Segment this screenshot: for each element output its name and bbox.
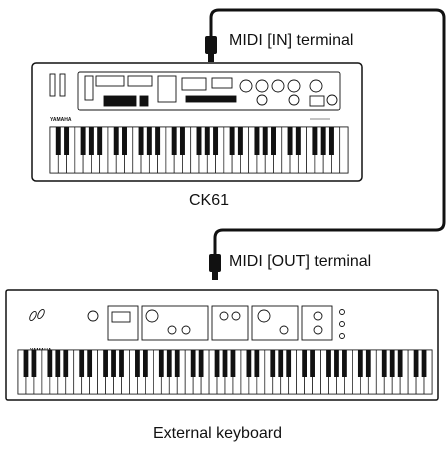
ck61-black-key — [64, 127, 69, 155]
midi-out-label: MIDI [OUT] terminal — [229, 253, 371, 271]
external-black-key — [63, 350, 68, 377]
external-black-key — [79, 350, 84, 377]
ck61-black-key — [312, 127, 317, 155]
external-black-key — [342, 350, 347, 377]
ck61-black-key — [114, 127, 119, 155]
external-black-key — [398, 350, 403, 377]
external-black-key — [366, 350, 371, 377]
external-black-key — [111, 350, 116, 377]
external-black-key — [47, 350, 52, 377]
external-black-key — [32, 350, 37, 377]
external-black-key — [199, 350, 204, 377]
ck61-black-key — [56, 127, 61, 155]
ck61-black-key — [213, 127, 218, 155]
ck61-black-key — [254, 127, 259, 155]
external-black-key — [278, 350, 283, 377]
ck61-black-key — [321, 127, 326, 155]
external-black-key — [246, 350, 251, 377]
ck61-black-key — [180, 127, 185, 155]
external-black-key — [87, 350, 92, 377]
external-black-key — [135, 350, 140, 377]
ck61-black-key — [271, 127, 276, 155]
ck61-black-key — [288, 127, 293, 155]
ck61-black-key — [139, 127, 144, 155]
external-black-key — [358, 350, 363, 377]
external-black-key — [167, 350, 172, 377]
external-black-key — [215, 350, 220, 377]
ck61-black-key — [263, 127, 268, 155]
ck61-black-key — [81, 127, 86, 155]
external-black-key — [326, 350, 331, 377]
external-black-key — [310, 350, 315, 377]
external-black-key — [270, 350, 275, 377]
external-black-key — [191, 350, 196, 377]
ck61-white-key — [340, 127, 348, 173]
external-key-bed — [18, 350, 432, 394]
external-black-key — [254, 350, 259, 377]
external-black-key — [286, 350, 291, 377]
external-black-key — [390, 350, 395, 377]
external-keyboard: YAMAHA — [6, 290, 438, 400]
ck61-black-key — [122, 127, 127, 155]
ck61-black-key — [172, 127, 177, 155]
ck61-label: CK61 — [189, 192, 229, 210]
external-black-key — [414, 350, 419, 377]
ck61-key-bed — [50, 127, 348, 173]
external-black-key — [175, 350, 180, 377]
ck61-black-key — [296, 127, 301, 155]
external-black-key — [302, 350, 307, 377]
external-keyboard-label: External keyboard — [153, 425, 282, 443]
midi-in-label: MIDI [IN] terminal — [229, 32, 353, 50]
external-black-key — [119, 350, 124, 377]
external-black-key — [143, 350, 148, 377]
ck61-black-key — [230, 127, 235, 155]
ck61-black-key — [155, 127, 160, 155]
ck61-brand: YAMAHA — [50, 117, 72, 123]
external-black-key — [223, 350, 228, 377]
ck61-black-key — [147, 127, 152, 155]
external-black-key — [334, 350, 339, 377]
ck61-black-key — [97, 127, 102, 155]
external-black-key — [55, 350, 60, 377]
ck61-black-key — [329, 127, 334, 155]
external-black-key — [422, 350, 427, 377]
external-black-key — [24, 350, 29, 377]
midi-in-plug — [205, 36, 217, 62]
external-black-key — [231, 350, 236, 377]
external-black-key — [382, 350, 387, 377]
ck61-keyboard: YAMAHA — [32, 63, 362, 181]
ck61-black-key — [197, 127, 202, 155]
external-black-key — [159, 350, 164, 377]
ck61-black-key — [238, 127, 243, 155]
ck61-black-key — [205, 127, 210, 155]
midi-out-plug — [209, 254, 221, 280]
ck61-black-key — [89, 127, 94, 155]
external-black-key — [103, 350, 108, 377]
